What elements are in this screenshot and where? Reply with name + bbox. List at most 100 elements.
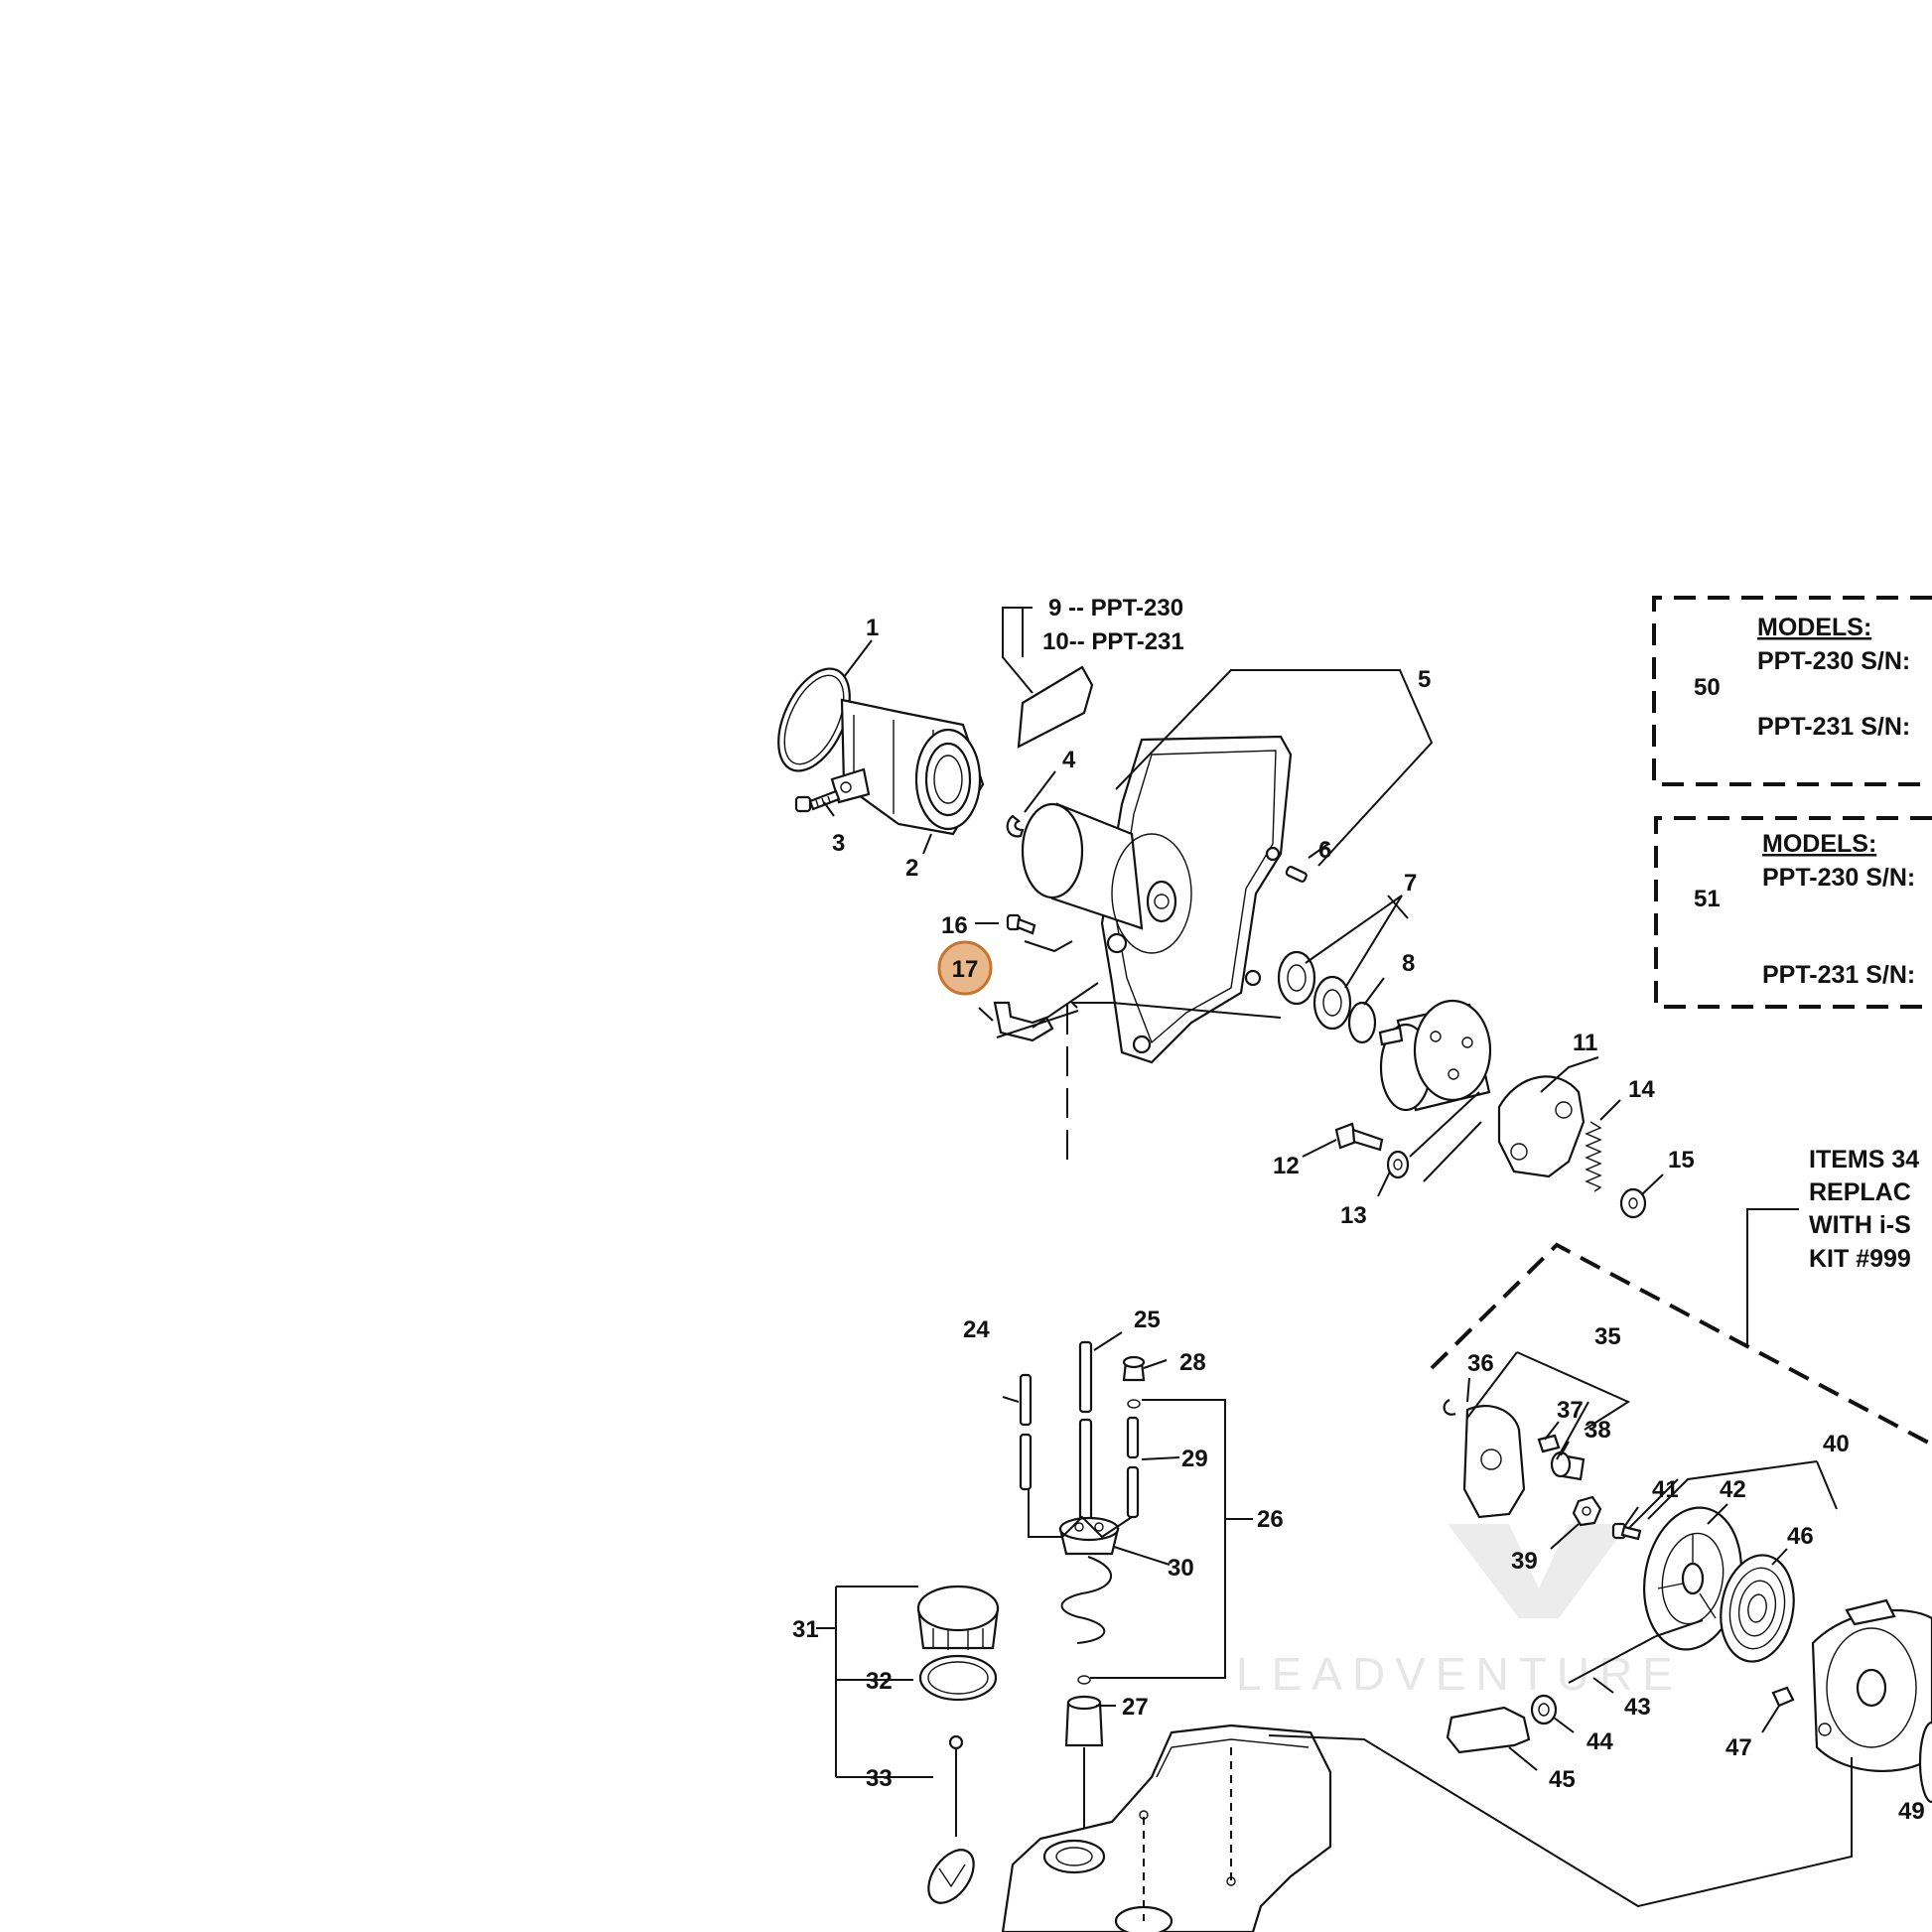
part-46-recoil-spring	[1720, 1554, 1795, 1663]
callout-26: 26	[1257, 1506, 1284, 1533]
part-35-pawl-plate	[1462, 1405, 1526, 1519]
highlight-circle[interactable]	[937, 940, 993, 996]
part-24-hose	[1019, 1373, 1033, 1491]
callout-50: 50	[1694, 674, 1721, 701]
part-14-spring	[1585, 1121, 1602, 1192]
callout-8: 8	[1402, 950, 1415, 977]
part-2-shaft-housing	[830, 698, 985, 836]
part-13-washer	[1386, 1150, 1410, 1179]
callout-51: 51	[1694, 886, 1721, 912]
part-1-clamp-ring	[777, 667, 851, 772]
callout-15: 15	[1668, 1147, 1695, 1173]
callout-4: 4	[1062, 747, 1076, 773]
part-32-gasket	[918, 1654, 998, 1702]
part-4-clip	[1006, 814, 1025, 838]
callout-31: 31	[792, 1616, 819, 1643]
callout-24: 24	[963, 1316, 990, 1343]
callout-6: 6	[1318, 837, 1331, 864]
part-49-edge	[1918, 1721, 1932, 1804]
part-29-hose	[1126, 1416, 1140, 1519]
fuel-tank	[1001, 1724, 1332, 1932]
part-11-clutch-shoe	[1497, 1075, 1586, 1178]
part-31-fuel-cap	[916, 1585, 1000, 1650]
part-44-grommet	[1530, 1694, 1558, 1725]
callout-44: 44	[1587, 1728, 1613, 1755]
callout-17[interactable]: 17	[952, 956, 979, 983]
part-5-fan-housing	[1021, 735, 1293, 1064]
part-42-reel	[1643, 1506, 1742, 1651]
part-38-pawl	[1550, 1450, 1586, 1481]
note-line-1: ITEMS 34	[1809, 1146, 1919, 1173]
callout-37: 37	[1557, 1397, 1584, 1424]
part-27-fuel-filter	[1064, 1675, 1104, 1847]
callout-13: 13	[1340, 1202, 1367, 1229]
model-box-50-line1: PPT-230 S/N:	[1757, 647, 1910, 675]
callout-35: 35	[1594, 1323, 1621, 1350]
callout-42: 42	[1720, 1476, 1746, 1503]
model-box-51-line1: PPT-230 S/N:	[1762, 864, 1915, 892]
replacement-note: ITEMS 34 REPLAC WITH i-S KIT #999	[1746, 1146, 1919, 1345]
callout-30: 30	[1168, 1555, 1194, 1582]
label-item-9: 9 -- PPT-230	[1048, 595, 1183, 621]
part-6-pin	[1285, 866, 1308, 883]
model-box-51: MODELS: PPT-230 S/N: PPT-231 S/N:	[1654, 816, 1932, 1009]
recoil-group-outline	[1430, 1242, 1932, 1447]
part-8-snap-ring	[1347, 1001, 1377, 1044]
model-box-51-heading: MODELS:	[1762, 830, 1876, 858]
part-7-bearings	[1277, 950, 1352, 1031]
clutch-drum	[1378, 999, 1492, 1112]
callout-45: 45	[1549, 1766, 1576, 1793]
callout-3: 3	[832, 830, 845, 857]
part-43-rope	[1568, 1619, 1704, 1684]
callout-11: 11	[1573, 1030, 1597, 1056]
callout-17-highlight[interactable]: 17	[937, 940, 993, 996]
part-39-nut	[1572, 1495, 1602, 1527]
callout-5: 5	[1418, 666, 1431, 693]
callout-36: 36	[1467, 1350, 1494, 1377]
part-9-10-label	[1017, 665, 1094, 749]
callout-49: 49	[1898, 1798, 1925, 1825]
recoil-case	[1811, 1598, 1932, 1772]
part-25-hose	[1078, 1340, 1093, 1531]
part-41-screw	[1611, 1522, 1642, 1541]
callout-28: 28	[1179, 1349, 1206, 1376]
part-36-spring-clip	[1443, 1399, 1456, 1416]
callout-46: 46	[1787, 1523, 1814, 1550]
callout-47: 47	[1725, 1734, 1752, 1761]
callout-38: 38	[1585, 1417, 1611, 1444]
part-12-bolt	[1334, 1122, 1384, 1152]
part-3-bolt	[794, 789, 841, 813]
part-30-grommet	[1058, 1516, 1120, 1644]
callout-labels: 1 2 3 4 5 6 7 8 11 12 13 14 15 16 24 25 …	[792, 615, 1925, 1825]
callout-1: 1	[866, 615, 879, 641]
callout-39: 39	[1511, 1548, 1538, 1575]
model-box-51-line2: PPT-231 S/N:	[1762, 961, 1915, 989]
watermark-text: LEADVENTURE	[1236, 1648, 1683, 1700]
part-28-check-valve	[1122, 1355, 1146, 1409]
callout-27: 27	[1122, 1694, 1149, 1721]
model-box-50-heading: MODELS:	[1757, 614, 1871, 641]
part-37-screw	[1537, 1434, 1561, 1453]
callout-12: 12	[1273, 1153, 1300, 1179]
callout-32: 32	[866, 1668, 893, 1695]
part-16-screw	[1006, 913, 1036, 935]
callout-2: 2	[905, 855, 918, 882]
part-15-washer	[1619, 1187, 1647, 1219]
model-box-50: MODELS: PPT-230 S/N: PPT-231 S/N:	[1652, 596, 1932, 786]
note-line-4: KIT #999	[1809, 1245, 1911, 1273]
callout-29: 29	[1181, 1446, 1208, 1472]
callout-7: 7	[1404, 870, 1417, 897]
callout-14: 14	[1628, 1076, 1655, 1103]
model-box-50-line2: PPT-231 S/N:	[1757, 713, 1910, 741]
part-45-handle	[1446, 1706, 1531, 1754]
callout-40: 40	[1823, 1431, 1850, 1457]
watermark: LEADVENTURE	[1236, 1524, 1683, 1700]
part-33-strap	[927, 1734, 975, 1904]
callout-43: 43	[1624, 1694, 1651, 1721]
label-item-10: 10-- PPT-231	[1042, 628, 1184, 655]
note-line-3: WITH i-S	[1809, 1211, 1911, 1239]
callout-33: 33	[866, 1765, 893, 1792]
part-47-clip	[1771, 1686, 1795, 1708]
note-line-2: REPLAC	[1809, 1178, 1911, 1206]
